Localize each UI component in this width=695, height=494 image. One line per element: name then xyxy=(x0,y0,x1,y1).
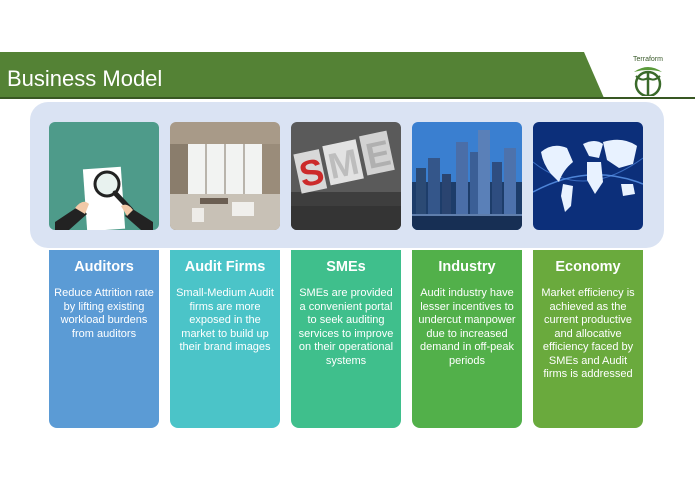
card-description: SMEs are provided a convenient portal to… xyxy=(298,287,394,367)
card-title: SMEs xyxy=(326,259,366,275)
card-smes: SMEs SMEs are provided a convenient port… xyxy=(291,250,401,428)
title-bar xyxy=(0,52,604,98)
card-description: Audit industry have lesser incentives to… xyxy=(418,287,516,367)
card-economy: Economy Market efficiency is achieved as… xyxy=(533,250,643,428)
world-map-photo xyxy=(533,122,643,230)
card-title: Economy xyxy=(555,259,621,275)
city-skyline-photo xyxy=(412,122,522,230)
auditor-magnifier-illustration xyxy=(49,122,159,230)
card-auditors: Auditors Reduce Attrition rate by liftin… xyxy=(49,250,159,428)
office-interior-photo xyxy=(170,122,280,230)
leaf-logo-icon xyxy=(634,67,662,96)
terraform-logo: Terraform xyxy=(624,52,672,98)
sme-letters-photo: S M E xyxy=(291,122,401,230)
card-title: Audit Firms xyxy=(184,259,266,275)
card-title: Auditors xyxy=(74,259,134,275)
card-description: Reduce Attrition rate by lifting existin… xyxy=(54,287,154,340)
card-audit-firms: Audit Firms Small-Medium Audit firms are… xyxy=(170,250,280,428)
logo-text: Terraform xyxy=(633,56,663,63)
title-underline xyxy=(0,97,695,99)
card-title: Industry xyxy=(438,259,496,275)
card-description: Market efficiency is achieved as the cur… xyxy=(541,287,635,380)
slide-title: Business Model xyxy=(7,66,163,91)
card-industry: Industry Audit industry have lesser ince… xyxy=(412,250,522,428)
card-description: Small-Medium Audit firms are more expose… xyxy=(176,287,274,353)
